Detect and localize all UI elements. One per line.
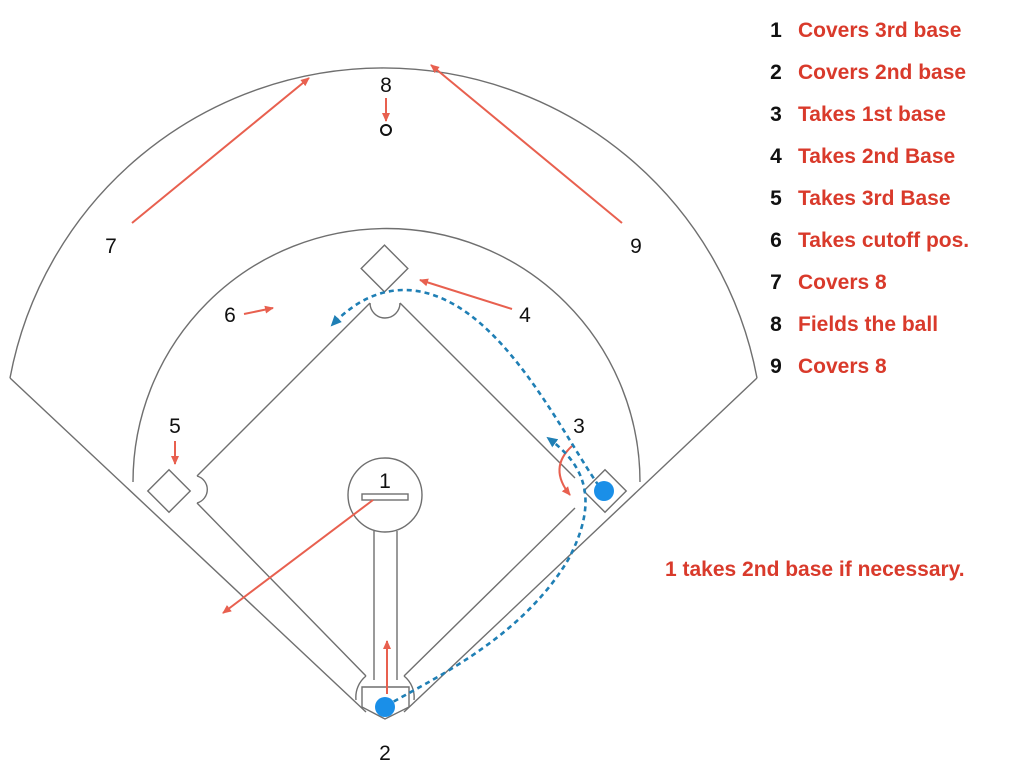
home-plate-circle <box>355 675 415 701</box>
legend-number: 5 <box>770 187 782 210</box>
right-foul-line <box>403 377 758 713</box>
second-base <box>360 244 409 293</box>
mound-to-home-path <box>373 531 398 680</box>
legend-description: Covers 3rd base <box>798 19 962 42</box>
left-foul-line <box>9 377 367 713</box>
legend-row: 9 Covers 8 <box>762 346 969 388</box>
outfield-fence <box>9 67 758 379</box>
legend-description: Takes 3rd Base <box>798 187 951 210</box>
legend-number: 7 <box>770 271 782 294</box>
arrow-player-4 <box>419 278 513 310</box>
legend-row: 6 Takes cutoff pos. <box>762 220 969 262</box>
runner-at-home <box>375 697 395 717</box>
legend-row: 7 Covers 8 <box>762 262 969 304</box>
legend-description: Takes 1st base <box>798 103 946 126</box>
third-base-cutout <box>196 475 208 504</box>
legend-description: Takes 2nd Base <box>798 145 956 168</box>
legend-row: 2 Covers 2nd base <box>762 52 969 94</box>
legend-description: Covers 8 <box>798 271 887 294</box>
infield-dirt-right <box>399 302 576 677</box>
second-base-cutout <box>369 302 401 319</box>
runner-on-first <box>594 481 614 501</box>
arrow-player-9 <box>430 64 623 224</box>
pitchers-rubber <box>361 493 409 501</box>
legend-number: 8 <box>770 313 782 336</box>
legend-description: Covers 2nd base <box>798 61 967 84</box>
position-label-2: 2 <box>379 742 391 765</box>
pitchers-mound <box>347 457 423 533</box>
footnote: 1 takes 2nd base if necessary. <box>665 558 965 581</box>
legend-description: Fields the ball <box>798 313 939 336</box>
legend-description: Covers 8 <box>798 355 887 378</box>
infield-arc <box>132 227 641 483</box>
legend-number: 3 <box>770 103 782 126</box>
legend-row: 3 Takes 1st base <box>762 94 969 136</box>
ball-marker <box>380 124 392 136</box>
legend-row: 4 Takes 2nd Base <box>762 136 969 178</box>
position-legend: 1 Covers 3rd base 2 Covers 2nd base 3 Ta… <box>762 10 969 388</box>
legend-number: 6 <box>770 229 782 252</box>
legend-number: 4 <box>770 145 782 168</box>
runner-path-first-to-second <box>330 288 606 494</box>
legend-number: 9 <box>770 355 782 378</box>
arrow-player-6 <box>243 305 274 315</box>
legend-row: 5 Takes 3rd Base <box>762 178 969 220</box>
legend-row: 8 Fields the ball <box>762 304 969 346</box>
position-label-9: 9 <box>630 235 642 258</box>
legend-number: 2 <box>770 61 782 84</box>
position-label-4: 4 <box>519 304 531 327</box>
arrow-player-3 <box>558 445 573 496</box>
runner-path-home-to-first <box>385 436 587 708</box>
position-label-1: 1 <box>379 470 391 493</box>
legend-number: 1 <box>770 19 782 42</box>
third-base <box>146 468 192 514</box>
position-label-3: 3 <box>573 415 585 438</box>
legend-row: 1 Covers 3rd base <box>762 10 969 52</box>
arrow-player-7 <box>131 77 310 224</box>
position-label-5: 5 <box>169 415 181 438</box>
legend-description: Takes cutoff pos. <box>798 229 970 252</box>
position-label-8: 8 <box>380 74 392 97</box>
position-label-7: 7 <box>105 235 117 258</box>
infield-dirt-left <box>196 302 371 677</box>
arrow-player-1 <box>222 499 374 614</box>
position-label-6: 6 <box>224 304 236 327</box>
